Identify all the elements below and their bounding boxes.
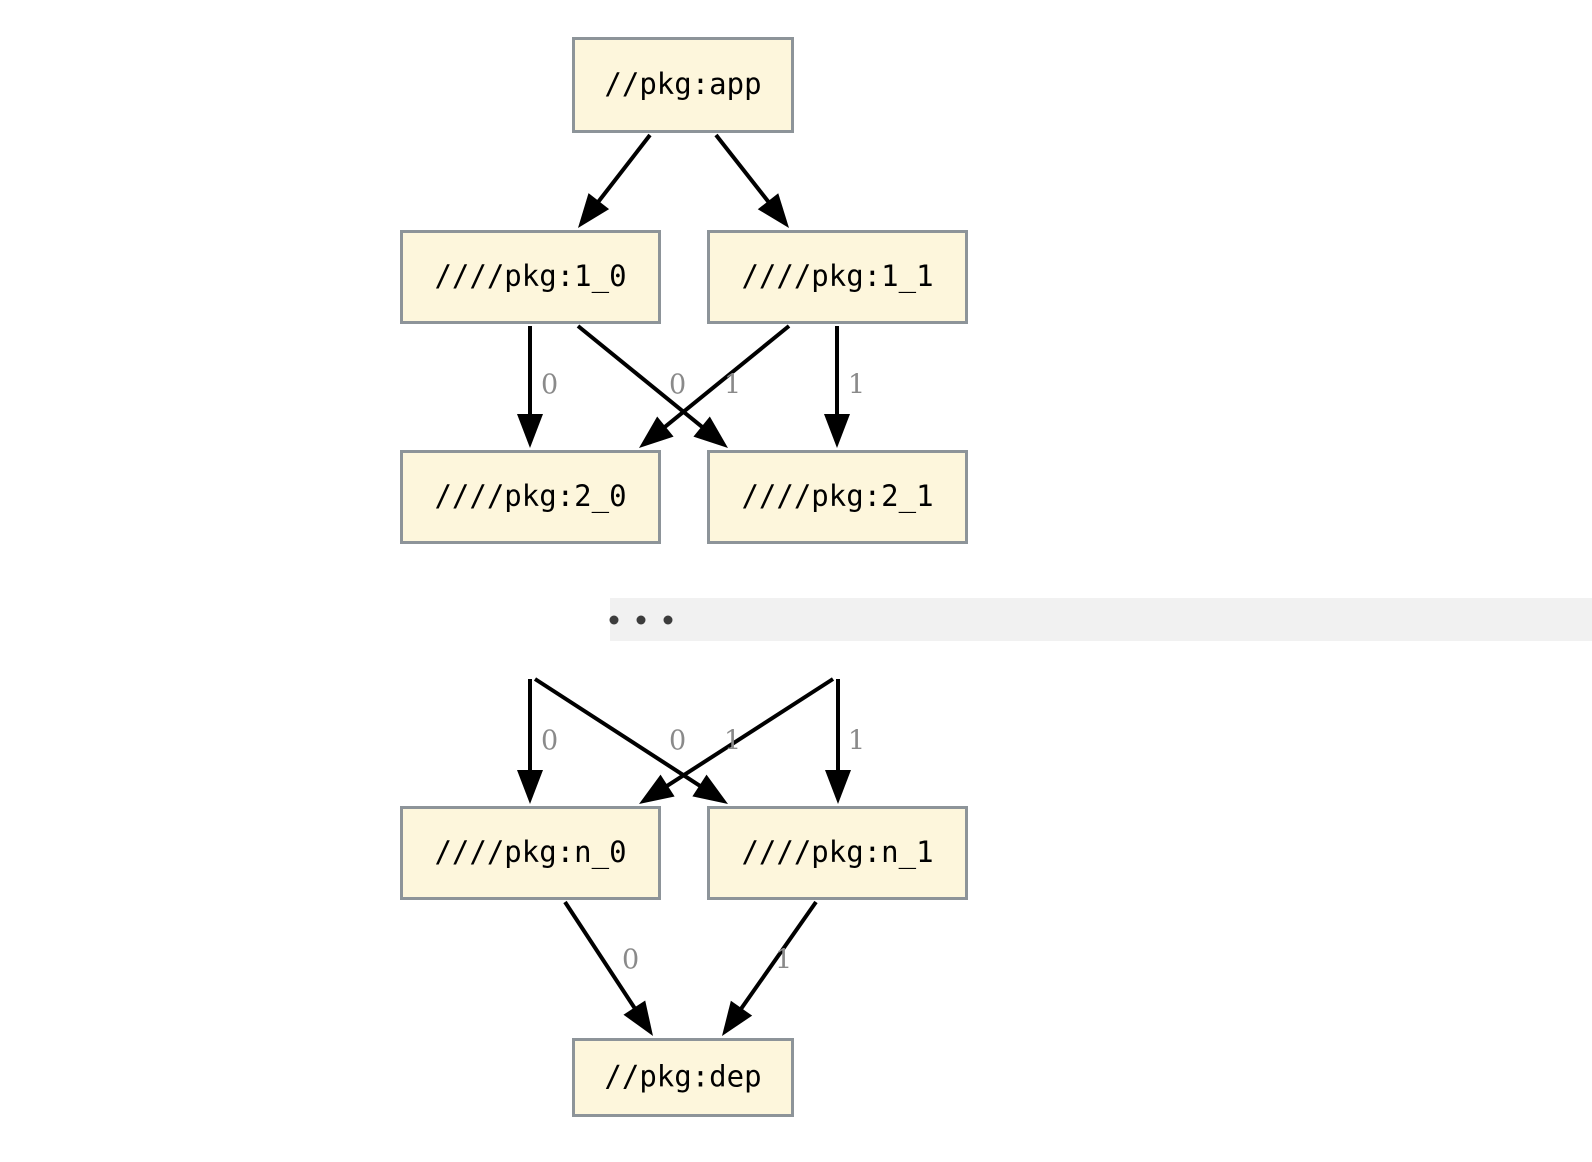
edge-label-l1_1-to-l2_0-4: 1 [724, 370, 741, 401]
node-box-l2_0[interactable] [400, 450, 661, 544]
node-box-l1_1[interactable] [707, 230, 968, 324]
node-l2_1[interactable]: ////pkg:2_1 [707, 450, 968, 544]
arrowhead-ln_0-to-dep-10 [623, 1000, 653, 1036]
arrowhead-elided-to-ln_0-6 [517, 770, 543, 804]
arrowhead-ln_1-to-dep-11 [722, 1000, 753, 1036]
edge-label-elided-to-ln_1-7: 0 [669, 726, 686, 757]
edge-label-ln_0-to-dep-10: 0 [622, 945, 639, 976]
ellipsis-dot-2 [663, 615, 673, 625]
edge-label-elided-to-ln_0-8: 1 [724, 726, 741, 757]
edge-elided-to-ln_1-7 [533, 677, 706, 791]
edge-labels-layer: 0 0 1 1 0 0 1 1 0 1 [541, 370, 865, 976]
edge-elided-to-ln_0-8 [661, 677, 835, 791]
edge-label-elided-to-ln_1-9: 1 [848, 726, 865, 757]
arrowhead-l1_1-to-l2_0-4 [639, 416, 674, 448]
edge-label-elided-to-ln_0-6: 0 [541, 726, 558, 757]
nodes-layer: //pkg:app ////pkg:1_0 ////pkg:1_1 ////pkg:2… [400, 37, 968, 1117]
node-box-ln_0[interactable] [400, 806, 661, 900]
edge-l1_0-to-l2_1-3 [576, 324, 708, 432]
node-ln_0[interactable]: ////pkg:n_0 [400, 806, 661, 900]
node-label-ln_0: ////pkg:n_0 [434, 835, 626, 870]
node-label-l2_1: ////pkg:2_1 [741, 479, 933, 514]
edge-label-ln_1-to-dep-11: 1 [775, 945, 792, 976]
node-label-dep: //pkg:dep [604, 1060, 761, 1094]
edge-label-l1_0-to-l2_1-3: 0 [669, 370, 686, 401]
node-box-app[interactable] [572, 37, 794, 133]
node-label-l1_0: ////pkg:1_0 [434, 259, 626, 294]
ellipsis-band [610, 598, 1592, 641]
ellipsis-dot-1 [636, 615, 646, 625]
node-label-app: //pkg:app [604, 67, 761, 101]
node-box-dep[interactable] [572, 1038, 794, 1117]
arrowhead-app-to-l1_1-1 [757, 193, 789, 228]
node-label-l2_0: ////pkg:2_0 [434, 479, 626, 514]
edge-ln_1-to-dep-11 [736, 900, 818, 1015]
edge-label-l1_1-to-l2_1-5: 1 [848, 370, 865, 401]
node-l2_0[interactable]: ////pkg:2_0 [400, 450, 661, 544]
arrowhead-app-to-l1_0-0 [578, 193, 610, 228]
node-app[interactable]: //pkg:app [572, 37, 794, 133]
node-ln_1[interactable]: ////pkg:n_1 [707, 806, 968, 900]
node-label-l1_1: ////pkg:1_1 [741, 259, 933, 294]
arrowhead-l1_0-to-l2_0-2 [517, 414, 543, 448]
arrowhead-elided-to-ln_0-8 [639, 774, 675, 804]
node-dep[interactable]: //pkg:dep [572, 1038, 794, 1117]
arrowhead-l1_0-to-l2_1-3 [693, 416, 728, 448]
ellipsis-region [609, 598, 1592, 641]
node-l1_1[interactable]: ////pkg:1_1 [707, 230, 968, 324]
edges-layer [517, 133, 851, 1036]
arrowhead-l1_1-to-l2_1-5 [824, 414, 850, 448]
edge-app-to-l1_1-1 [714, 133, 774, 208]
node-box-l1_0[interactable] [400, 230, 661, 324]
edge-label-l1_0-to-l2_0-2: 0 [541, 370, 558, 401]
edge-ln_0-to-dep-10 [563, 900, 640, 1014]
node-label-ln_1: ////pkg:n_1 [741, 835, 933, 870]
arrowhead-elided-to-ln_1-7 [692, 774, 728, 804]
node-box-ln_1[interactable] [707, 806, 968, 900]
edge-app-to-l1_0-0 [593, 133, 652, 208]
ellipsis-dot-0 [609, 615, 619, 625]
node-box-l2_1[interactable] [707, 450, 968, 544]
node-l1_0[interactable]: ////pkg:1_0 [400, 230, 661, 324]
edge-l1_1-to-l2_0-4 [659, 324, 791, 432]
arrowhead-elided-to-ln_1-9 [825, 770, 851, 804]
